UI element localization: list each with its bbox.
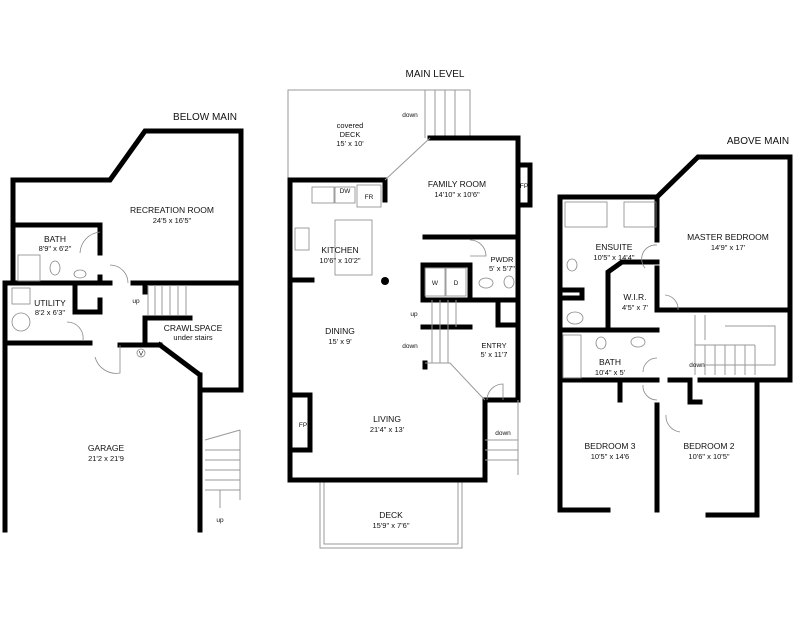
washer-label: W — [432, 280, 439, 287]
room-size: 14'10" x 10'6" — [434, 190, 480, 199]
room-size: 14'9" x 17' — [711, 243, 746, 252]
room-size: 10'4" x 5' — [595, 368, 626, 377]
room-size: 15' x 10' — [336, 139, 364, 148]
room-name: W.I.R. — [623, 292, 646, 302]
room-name: GARAGE — [88, 443, 125, 453]
fireplace-label: FP — [520, 183, 528, 190]
stair-label: down — [402, 343, 418, 350]
fireplace-label: FP — [299, 422, 307, 429]
level-title: ABOVE MAIN — [727, 136, 789, 147]
room-size: 21'4" x 13' — [370, 425, 405, 434]
room-name: FAMILY ROOM — [428, 179, 486, 189]
stair-label: up — [216, 517, 224, 524]
stairs — [147, 285, 241, 508]
valve-label: V — [139, 351, 144, 358]
room-name: RECREATION ROOM — [130, 205, 214, 215]
room-name: BEDROOM 3 — [584, 441, 635, 451]
room-size: under stairs — [173, 333, 212, 342]
fridge-label: FR — [365, 194, 374, 201]
room-name: LIVING — [373, 414, 401, 424]
room-name: DECK — [340, 130, 361, 139]
stair-label: down — [689, 362, 705, 369]
room-name: BEDROOM 2 — [683, 441, 734, 451]
stair-label: down — [402, 112, 418, 119]
room-name: CRAWLSPACE — [164, 323, 223, 333]
room-name: PWDR — [491, 255, 514, 264]
level-title: MAIN LEVEL — [406, 69, 465, 80]
room-name: ENSUITE — [596, 242, 633, 252]
stair-label: down — [495, 430, 511, 437]
room-size: 15'9" x 7'6" — [373, 521, 410, 530]
room-name: DINING — [325, 326, 355, 336]
room-size: 4'5" x 7' — [622, 303, 649, 312]
dryer-label: D — [454, 280, 459, 287]
above-main-plan: ABOVE MAIN down ENSUITE 10'5" x 14'4" MA… — [557, 136, 793, 518]
room-name: BATH — [599, 357, 621, 367]
room-size: 8'2 x 6'3" — [35, 308, 65, 317]
room-size: 10'5" x 14'6 — [591, 452, 629, 461]
room-size: 8'9" x 6'2" — [39, 244, 72, 253]
room-size: 10'6" x 10'2" — [319, 256, 360, 265]
room-size: 10'5" x 14'4" — [593, 253, 634, 262]
room-name: UTILITY — [34, 298, 66, 308]
main-level-plan: MAIN LEVEL down up down down DW FR W D — [287, 69, 533, 549]
room-name: KITCHEN — [321, 245, 358, 255]
room-size: 5' x 11'7 — [481, 350, 508, 359]
stair-label: up — [410, 311, 418, 318]
stair-label: up — [132, 298, 140, 305]
room-size: 21'2 x 21'9 — [88, 454, 124, 463]
room-size: 10'6" x 10'5" — [688, 452, 729, 461]
dishwasher-label: DW — [340, 188, 352, 195]
room-name: ENTRY — [481, 341, 506, 350]
stairs — [694, 315, 776, 375]
room-size: 24'5 x 16'5" — [153, 216, 192, 225]
room-name: BATH — [44, 234, 66, 244]
room-name: covered — [337, 121, 364, 130]
level-title: BELOW MAIN — [173, 112, 237, 123]
room-size: 15' x 9' — [328, 337, 352, 346]
room-size: 5' x 5'7" — [489, 264, 515, 273]
stairs — [431, 300, 519, 475]
below-main-plan: BELOW MAIN up up V RECREATION ROOM 24'5 … — [2, 112, 244, 533]
room-name: MASTER BEDROOM — [687, 232, 769, 242]
room-name: DECK — [379, 510, 403, 520]
